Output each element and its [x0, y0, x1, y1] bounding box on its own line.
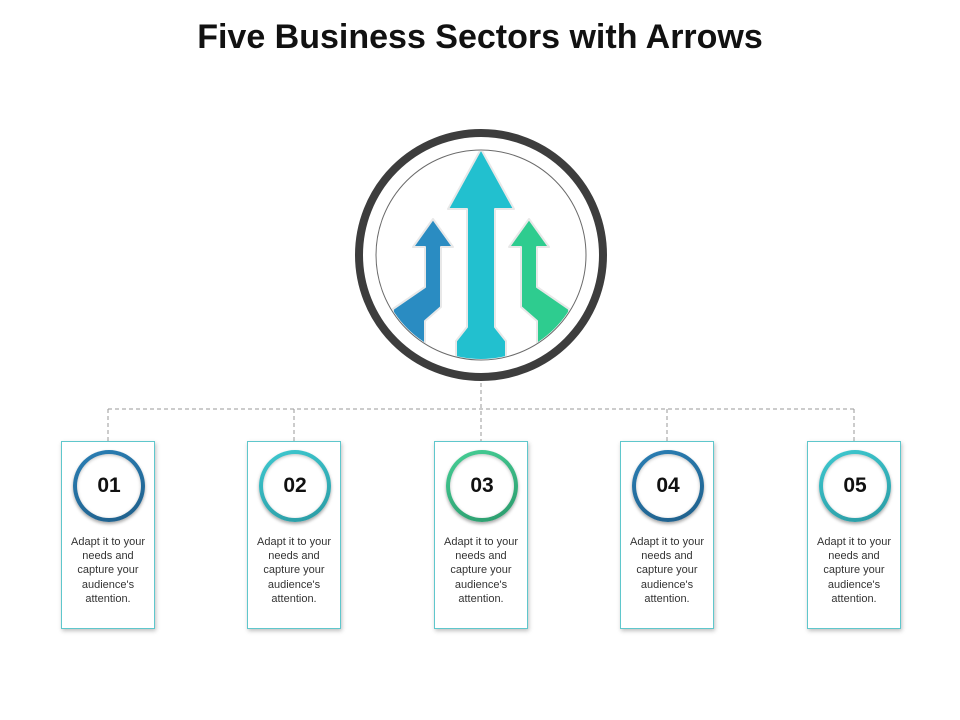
sector-number: 05	[823, 454, 887, 518]
sector-card-04: 04 Adapt it to your needs and capture yo…	[620, 441, 714, 629]
page-title: Five Business Sectors with Arrows	[197, 18, 763, 56]
sector-number-ring: 03	[446, 450, 518, 522]
sector-card-05: 05 Adapt it to your needs and capture yo…	[807, 441, 901, 629]
sector-number-ring: 02	[259, 450, 331, 522]
sector-card-02: 02 Adapt it to your needs and capture yo…	[247, 441, 341, 629]
sector-description: Adapt it to your needs and capture your …	[71, 536, 145, 605]
sector-description: Adapt it to your needs and capture your …	[257, 536, 331, 605]
sector-description: Adapt it to your needs and capture your …	[817, 536, 891, 605]
sector-card-03: 03 Adapt it to your needs and capture yo…	[434, 441, 528, 629]
three-arrows-up-icon	[355, 129, 607, 381]
sector-card-01: 01 Adapt it to your needs and capture yo…	[61, 441, 155, 629]
sector-number-ring: 05	[819, 450, 891, 522]
center-arrow-shape	[447, 151, 515, 359]
sector-number: 01	[77, 454, 141, 518]
hub-circle	[353, 127, 609, 383]
sector-description: Adapt it to your needs and capture your …	[444, 536, 518, 605]
sector-description: Adapt it to your needs and capture your …	[630, 536, 704, 605]
sector-number: 04	[636, 454, 700, 518]
sector-number-ring: 04	[632, 450, 704, 522]
sector-number: 02	[263, 454, 327, 518]
sector-number: 03	[450, 454, 514, 518]
sector-number-ring: 01	[73, 450, 145, 522]
